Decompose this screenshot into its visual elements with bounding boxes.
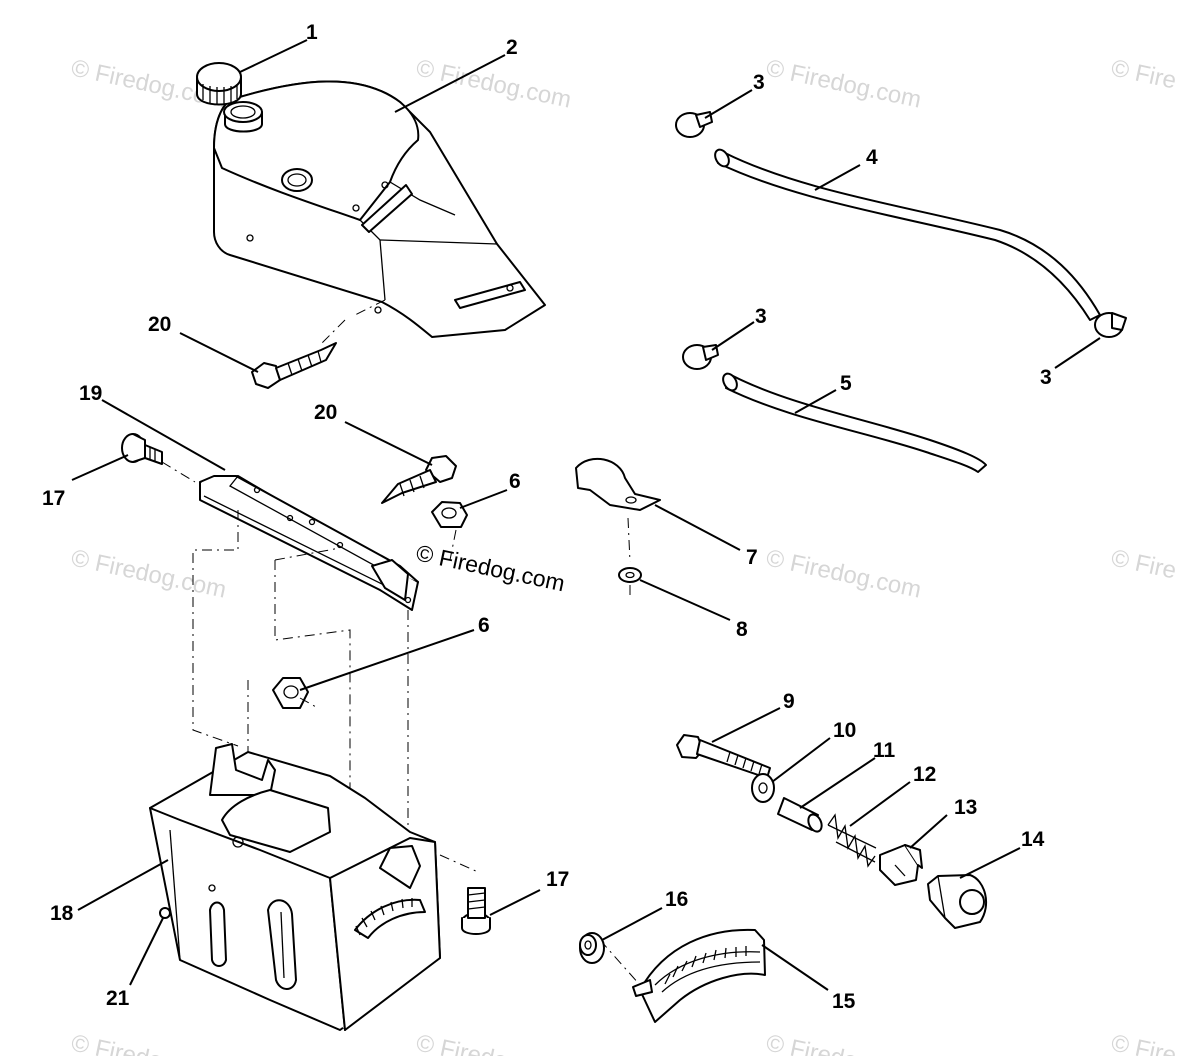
clip: [575, 458, 661, 511]
watermark: © Firedog.com: [69, 544, 229, 603]
callout-number: 3: [1040, 366, 1052, 389]
callout-number: 16: [665, 888, 688, 911]
callout-number: 7: [746, 546, 758, 569]
callout-number: 17: [42, 487, 65, 510]
tank-screw: [251, 342, 337, 389]
callout-number: 11: [873, 739, 896, 762]
housing-bolt: [461, 887, 491, 935]
callout-number: 3: [753, 71, 765, 94]
fuel-cap: [196, 62, 242, 106]
callout-number: 12: [913, 763, 936, 786]
watermark: © Firedog.com: [764, 1029, 924, 1056]
tank-bracket: [199, 475, 419, 611]
watermark: © Fire: [1109, 54, 1179, 94]
callout-number: 20: [148, 313, 171, 336]
hose-lower: [722, 372, 987, 473]
flange-nut: [579, 932, 605, 964]
leader-lines: [71, 39, 1101, 991]
callout-number: 13: [954, 796, 977, 819]
quadrant-plate: [632, 928, 766, 1023]
callout-number: 3: [755, 305, 767, 328]
nut: [431, 501, 468, 528]
callout-number: 8: [736, 618, 748, 641]
callout-number: 2: [506, 36, 518, 59]
hose-upper: [714, 148, 1101, 321]
latch: [879, 844, 923, 886]
callout-number: 14: [1021, 828, 1045, 851]
callout-number: 18: [50, 902, 74, 925]
callout-number: 1: [306, 21, 318, 44]
callout-number: 6: [478, 614, 490, 637]
callout-number: 5: [840, 372, 852, 395]
small-screw: [159, 907, 171, 919]
spacer-tube: [777, 797, 823, 833]
hose-clamp: [675, 111, 713, 138]
pivot-bolt: [676, 734, 771, 779]
watermark: © Firedog.com: [414, 54, 574, 113]
watermark: © Firedog.com: [414, 1029, 574, 1056]
callouts: 1 2 3 4 3 3 5 20 19 20 17 6 7 8 6 9 10 1…: [42, 21, 1052, 1013]
bracket-bolt: [121, 433, 163, 465]
watermark-main: © Firedog.com: [414, 539, 567, 596]
console-housing: [149, 743, 441, 1031]
watermark: © Fire: [1109, 544, 1179, 584]
bracket-screw: [381, 455, 457, 504]
washer: [751, 773, 775, 803]
spring: [827, 813, 877, 868]
callout-number: 17: [546, 868, 569, 891]
knob: [927, 874, 988, 929]
callout-number: 10: [833, 719, 856, 742]
callout-number: 19: [79, 382, 102, 405]
callout-number: 9: [783, 690, 795, 713]
watermark: © Firedog.com: [69, 1029, 229, 1056]
watermark: © Fire: [1109, 1029, 1179, 1056]
assembly-lines: [161, 299, 641, 986]
nut: [272, 677, 309, 709]
fuel-tank: [213, 80, 546, 338]
watermark: © Firedog.com: [764, 544, 924, 603]
hose-clamp: [1094, 312, 1127, 338]
callout-number: 15: [832, 990, 856, 1013]
watermark: © Firedog.com: [764, 54, 924, 113]
callout-number: 20: [314, 401, 337, 424]
callout-number: 21: [106, 987, 130, 1010]
callout-number: 4: [866, 146, 878, 169]
washer: [618, 567, 642, 583]
callout-number: 6: [509, 470, 521, 493]
